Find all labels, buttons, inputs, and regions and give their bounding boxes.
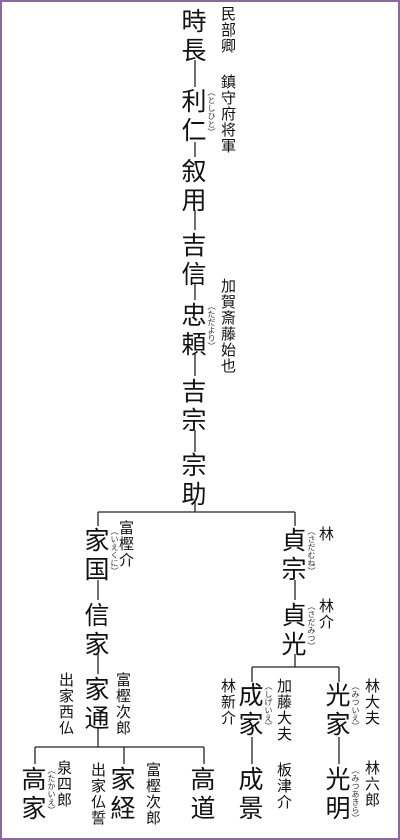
person-sadamitsu: 貞光 xyxy=(278,602,307,660)
person-takaie: 高家 xyxy=(18,766,47,824)
title-takaie: 泉四郎 xyxy=(55,760,73,808)
ruby-mitsuie: （みついえ） xyxy=(351,682,360,730)
person-shigeie: 成家 xyxy=(235,682,264,740)
person-munesuke: 宗助 xyxy=(178,452,207,510)
person-toshihito: 利仁 xyxy=(178,88,207,146)
person-mitsuie: 光家 xyxy=(322,682,351,740)
person-shigekage: 成景 xyxy=(235,766,264,824)
person-sadamune: 貞宗 xyxy=(278,527,307,585)
title-iekuni: 富樫介 xyxy=(117,520,135,568)
ruby-sadamune: （さだむね） xyxy=(307,527,316,575)
person-tokinaga: 時長 xyxy=(178,8,207,66)
title-sadamitsu: 林介 xyxy=(317,598,335,630)
person-iemichi: 家通 xyxy=(81,676,110,734)
title-shigeie-left: 林新介 xyxy=(219,678,237,726)
title-mitsuie: 林大夫 xyxy=(363,678,381,726)
title-tokinaga: 民部卿 xyxy=(219,6,237,54)
person-yoshinobu: 吉信 xyxy=(178,232,207,290)
person-mitsuaki: 光明 xyxy=(322,766,351,824)
person-iekuni: 家国 xyxy=(81,527,110,585)
title-tadayori: 加賀斎藤始也 xyxy=(219,278,237,374)
ruby-mitsuaki: （みつあきら） xyxy=(351,766,360,822)
ruby-iekuni: （いえくに） xyxy=(110,527,119,575)
person-yoshimune: 吉宗 xyxy=(178,378,207,436)
person-nobumochi: 叙用 xyxy=(178,158,207,216)
title-shigeie-right: 加藤大夫 xyxy=(275,678,293,742)
ruby-sadamitsu: （さだみつ） xyxy=(307,602,316,650)
person-ietsune: 家経 xyxy=(107,766,136,824)
ruby-takaie: （たかいえ） xyxy=(47,766,56,814)
title-iemichi-right: 富樫次郎 xyxy=(114,672,132,736)
title-shigekage: 板津介 xyxy=(275,762,293,810)
ruby-shigeie: （しげいえ） xyxy=(264,682,273,730)
title-ietsune-right: 富樫次郎 xyxy=(144,762,162,826)
title-toshihito: 鎮守府将軍 xyxy=(219,74,237,154)
ruby-toshihito: （としひと） xyxy=(207,88,216,136)
title-mitsuaki: 林六郎 xyxy=(363,760,381,808)
title-ietsune-left: 出家仏誓 xyxy=(89,762,107,826)
ruby-tadayori: （ただより） xyxy=(207,302,216,350)
person-takamichi: 高道 xyxy=(187,766,216,824)
person-tadayori: 忠頼 xyxy=(178,302,207,360)
person-nobuie: 信家 xyxy=(81,602,110,660)
title-sadamune: 林 xyxy=(317,526,335,542)
title-iemichi-left: 出家西仏 xyxy=(57,672,75,736)
